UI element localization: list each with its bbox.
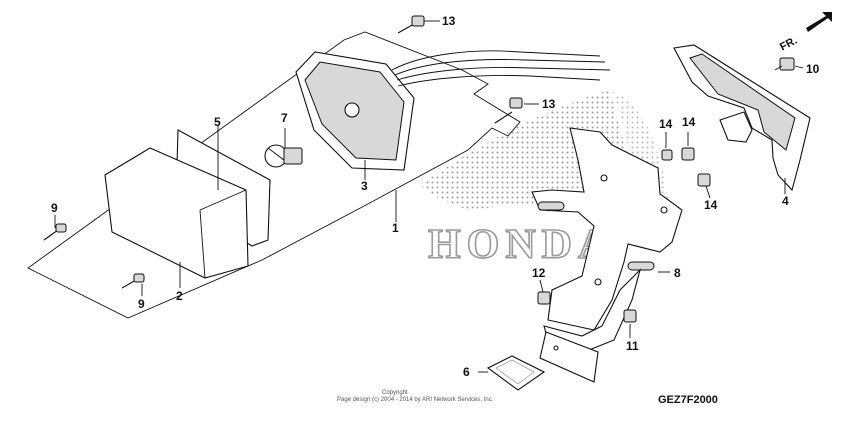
callout-11: 11	[626, 339, 639, 353]
callout-7: 7	[281, 111, 288, 125]
bolt-14-c	[697, 173, 711, 187]
screw-13-middle	[494, 97, 523, 124]
callout-1: 1	[392, 221, 399, 235]
callout-6: 6	[463, 365, 470, 379]
copyright-line: Page design (c) 2004 - 2014 by ARI Netwo…	[337, 397, 494, 403]
nut-12	[537, 291, 551, 305]
front-direction-label: FR.	[778, 35, 799, 54]
callout-9-upper: 9	[51, 201, 58, 215]
screw-13-top	[397, 15, 425, 34]
screw-9-upper	[43, 223, 67, 241]
leader-lines	[54, 65, 804, 373]
diagram-code: GEZ7F2000	[658, 394, 718, 406]
taillight-housing	[295, 50, 611, 171]
nut-11	[623, 309, 637, 323]
callout-2: 2	[176, 289, 183, 303]
reflector	[486, 355, 546, 391]
callout-4: 4	[782, 194, 789, 208]
screw-9-lower	[121, 273, 145, 289]
bolt-14-b	[681, 147, 695, 161]
callout-13-middle: 13	[542, 97, 556, 111]
copyright-title: Copyright	[382, 390, 408, 396]
callout-8: 8	[674, 266, 681, 280]
callout-10: 10	[806, 62, 820, 76]
bolt-10	[774, 57, 795, 71]
callout-14-a: 14	[659, 117, 673, 131]
callout-9-lower: 9	[138, 297, 145, 311]
callout-labels: 13 13 10 7 5 3 14 14 14 9 1 4 12 8 9 2 1…	[51, 14, 820, 379]
bulb	[264, 144, 303, 168]
taillight-lens	[104, 147, 249, 279]
callout-5: 5	[214, 115, 221, 129]
callout-12: 12	[532, 266, 546, 280]
callout-14-b: 14	[682, 115, 696, 129]
callout-3: 3	[361, 179, 368, 193]
rear-fender	[673, 44, 811, 192]
bolt-14-a	[661, 149, 673, 161]
honda-watermark-text: HONDA	[428, 222, 614, 268]
assembly-boundary	[27, 31, 521, 319]
callout-13-top: 13	[442, 14, 456, 28]
callout-14-c: 14	[704, 198, 718, 212]
lower-bracket	[539, 268, 642, 383]
front-direction-arrow-icon	[806, 12, 832, 32]
